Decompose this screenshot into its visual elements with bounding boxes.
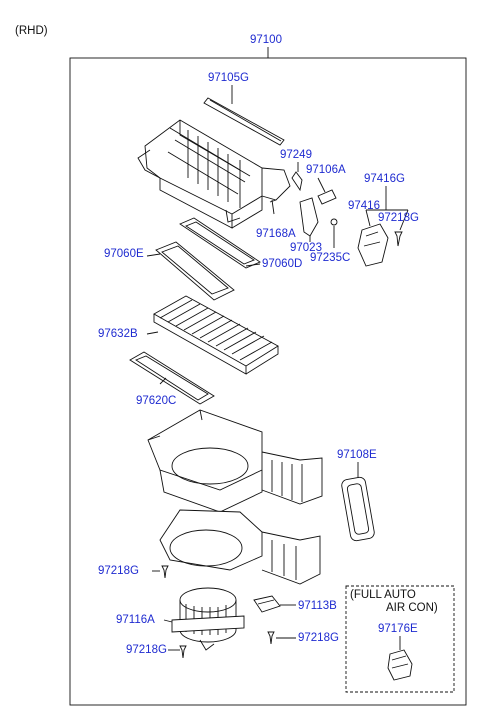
part-label-97106A: 97106A	[306, 164, 346, 176]
part-label-97218G-bottom: 97218G	[126, 644, 167, 656]
part-label-97023: 97023	[290, 242, 322, 254]
part-label-97168A: 97168A	[256, 228, 296, 240]
screw-97218G-right	[267, 631, 275, 645]
filter-cover	[146, 217, 261, 301]
screw-97218G-left	[161, 565, 169, 579]
clip-97235C	[330, 218, 338, 226]
inset-box	[345, 585, 455, 693]
part-label-97116A: 97116A	[116, 614, 155, 626]
part-label-97060D: 97060D	[262, 258, 303, 270]
part-label-97620C: 97620C	[136, 395, 177, 407]
part-label-97108E: 97108E	[337, 449, 377, 461]
part-label-97632B: 97632B	[98, 328, 138, 340]
inset-title-line1: (FULL AUTO	[350, 589, 416, 601]
blower-lower-case	[159, 509, 321, 585]
pin-97168A	[269, 199, 277, 215]
screw-97218G-bottom	[179, 645, 187, 659]
part-label-97218G-top: 97218G	[378, 212, 419, 224]
upper-housing	[137, 119, 291, 229]
lever-97249	[291, 171, 303, 192]
part-label-97218G-left: 97218G	[98, 565, 139, 577]
variant-label: (RHD)	[15, 25, 48, 37]
part-label-97113B: 97113B	[298, 600, 337, 612]
assembly-number: 97100	[250, 34, 282, 46]
seal-strip-97105G	[203, 97, 285, 146]
screw-97218G-top	[394, 231, 403, 247]
blower-upper-case	[147, 409, 323, 513]
part-label-97249: 97249	[280, 149, 312, 161]
part-label-97416: 97416	[348, 200, 380, 212]
part-label-97176E: 97176E	[378, 623, 418, 635]
resistor-97113B	[253, 595, 281, 613]
part-label-97218G-right: 97218G	[298, 632, 339, 644]
air-filter-97632B	[146, 295, 279, 375]
blower-motor-97116A	[163, 587, 245, 651]
actuator-97416	[357, 223, 389, 267]
filter-frame-97620C	[129, 351, 215, 405]
inset-title-line2: AIR CON)	[386, 602, 438, 614]
gasket-97108E	[341, 476, 375, 542]
part-label-97235C: 97235C	[310, 252, 351, 264]
part-label-97416G: 97416G	[364, 173, 405, 185]
link-97023	[299, 197, 319, 237]
module-97176E	[387, 649, 413, 681]
part-label-97060E: 97060E	[104, 248, 144, 260]
part-label-97105G: 97105G	[208, 72, 249, 84]
lever-97106A	[317, 189, 337, 205]
